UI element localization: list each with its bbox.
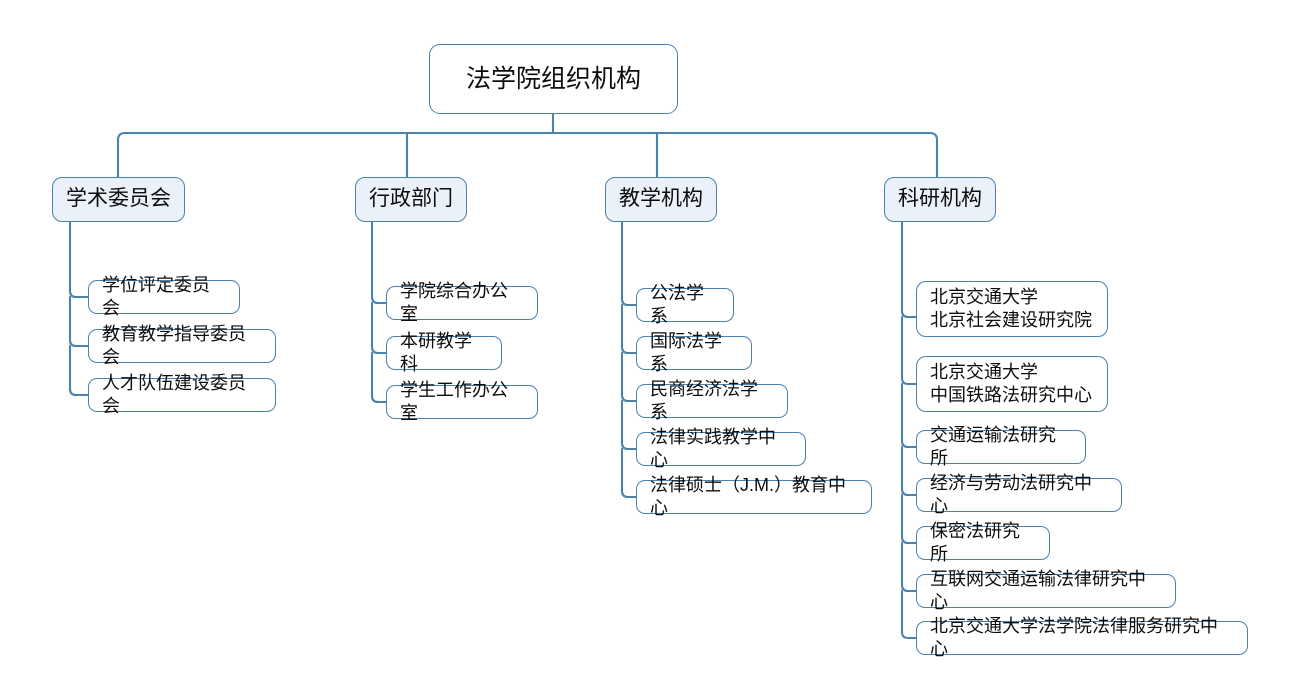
node-label: 教育教学指导委员会 <box>102 323 246 367</box>
node-beijing-social-construction-institute[interactable]: 北京交通大学 北京社会建设研究院 <box>916 281 1108 337</box>
node-label: 学术委员会 <box>66 187 171 211</box>
node-root-label: 法学院组织机构 <box>465 65 641 93</box>
node-label: 北京交通大学法学院法律服务研究中心 <box>930 615 1218 659</box>
spine-4-elbow-4 <box>900 445 918 497</box>
spine-2-elbow-2 <box>370 301 388 355</box>
node-label: 经济与劳动法研究中心 <box>930 472 1092 516</box>
spine-1-elbow-2 <box>68 295 90 348</box>
node-civil-commercial-economic-law-department[interactable]: 民商经济法学系 <box>636 379 788 422</box>
node-juris-master-education-center[interactable]: 法律硕士（J.M.）教育中心 <box>636 475 872 518</box>
spine-4-elbow-6 <box>900 541 918 593</box>
node-confidentiality-law-institute[interactable]: 保密法研究所 <box>916 521 1050 564</box>
node-label: 学位评定委员会 <box>102 274 210 318</box>
node-bjtu-law-school-legal-service-research-center[interactable]: 北京交通大学法学院法律服务研究中心 <box>916 616 1248 659</box>
node-label: 法律硕士（J.M.）教育中心 <box>650 474 846 518</box>
spine-2-elbow-3 <box>370 351 388 404</box>
spine-4-elbow-5 <box>900 493 918 545</box>
node-china-railway-law-research-center[interactable]: 北京交通大学 中国铁路法研究中心 <box>916 356 1108 412</box>
node-branch-academic-committee[interactable]: 学术委员会 <box>52 177 185 222</box>
node-branch-teaching[interactable]: 教学机构 <box>605 177 717 222</box>
node-label: 人才队伍建设委员会 <box>102 372 246 416</box>
node-label: 北京交通大学 北京社会建设研究院 <box>930 286 1092 330</box>
node-college-general-office[interactable]: 学院综合办公室 <box>386 281 538 324</box>
spine-3-elbow-5 <box>620 447 638 499</box>
node-public-law-department[interactable]: 公法学系 <box>636 283 734 326</box>
node-root[interactable]: 法学院组织机构 <box>429 44 678 114</box>
node-label: 学生工作办公室 <box>400 379 508 423</box>
spine-4-elbow-1 <box>900 220 918 319</box>
node-label: 学院综合办公室 <box>400 280 508 324</box>
node-label: 国际法学系 <box>650 330 722 374</box>
node-label: 保密法研究所 <box>930 520 1020 564</box>
node-transportation-law-institute[interactable]: 交通运输法研究所 <box>916 425 1086 468</box>
node-label: 科研机构 <box>898 187 982 211</box>
spine-1-elbow-3 <box>68 344 90 397</box>
node-undergraduate-graduate-teaching-section[interactable]: 本研教学科 <box>386 331 502 374</box>
node-label: 公法学系 <box>650 282 704 326</box>
spine-3-elbow-1 <box>620 220 638 307</box>
node-label: 交通运输法研究所 <box>930 424 1056 468</box>
node-internet-transportation-law-research-center[interactable]: 互联网交通运输法律研究中心 <box>916 569 1176 612</box>
spine-3-elbow-4 <box>620 399 638 451</box>
node-label: 互联网交通运输法律研究中心 <box>930 568 1146 612</box>
node-label: 民商经济法学系 <box>650 378 758 422</box>
node-label: 本研教学科 <box>400 330 472 374</box>
spine-2-elbow-1 <box>370 220 388 305</box>
node-legal-practice-teaching-center[interactable]: 法律实践教学中心 <box>636 427 806 470</box>
spine-3-elbow-3 <box>620 351 638 403</box>
node-talent-team-building-committee[interactable]: 人才队伍建设委员会 <box>88 373 276 416</box>
node-label: 教学机构 <box>619 187 703 211</box>
node-branch-administration[interactable]: 行政部门 <box>355 177 467 222</box>
node-education-teaching-guidance-committee[interactable]: 教育教学指导委员会 <box>88 324 276 367</box>
node-economic-labor-law-research-center[interactable]: 经济与劳动法研究中心 <box>916 473 1122 516</box>
spine-4-elbow-2 <box>900 315 918 386</box>
node-label: 行政部门 <box>369 187 453 211</box>
node-label: 北京交通大学 中国铁路法研究中心 <box>930 361 1092 405</box>
node-label: 法律实践教学中心 <box>650 426 776 470</box>
level2-bus <box>116 131 939 179</box>
spine-1-elbow-1 <box>68 220 90 299</box>
spine-4-elbow-3 <box>900 382 918 449</box>
node-branch-research[interactable]: 科研机构 <box>884 177 996 222</box>
node-degree-evaluation-committee[interactable]: 学位评定委员会 <box>88 275 240 318</box>
node-international-law-department[interactable]: 国际法学系 <box>636 331 752 374</box>
spine-3-elbow-2 <box>620 303 638 355</box>
spine-4-elbow-7 <box>900 589 918 640</box>
node-student-affairs-office[interactable]: 学生工作办公室 <box>386 380 538 423</box>
